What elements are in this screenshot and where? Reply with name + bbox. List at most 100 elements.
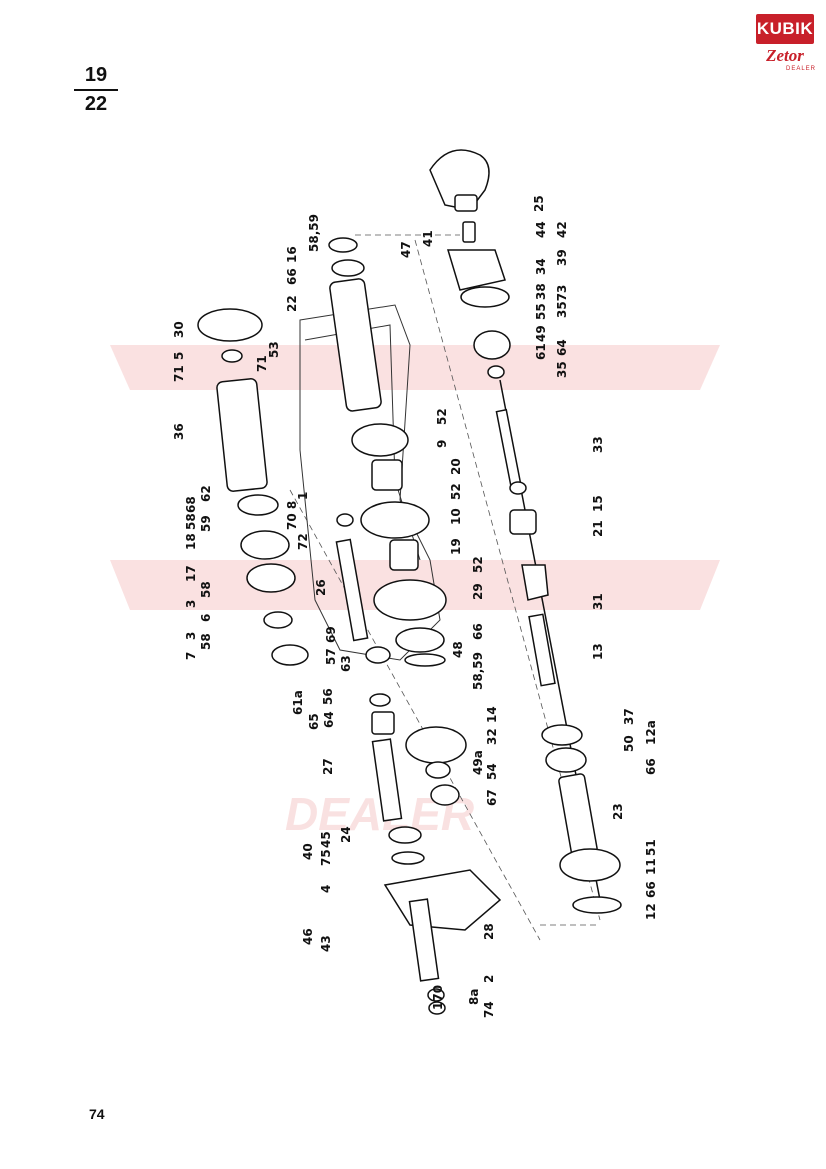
callout: 8a xyxy=(467,989,481,1005)
callout: 64 xyxy=(555,339,569,356)
callout: 30 xyxy=(172,321,186,338)
callout: 20 xyxy=(449,458,463,475)
callout: 10 xyxy=(449,508,463,525)
callout: 72 xyxy=(296,533,310,550)
callout: 39 xyxy=(555,249,569,266)
callout: 61 xyxy=(534,343,548,360)
logo-sub: DEALER xyxy=(786,66,817,72)
callout: 2 xyxy=(482,975,496,983)
pto-cover xyxy=(429,149,511,379)
callout: 64 xyxy=(322,711,336,728)
callout: 23 xyxy=(611,803,625,820)
gear-32 xyxy=(405,726,467,806)
callout: 28 xyxy=(482,923,496,940)
callout: 14 xyxy=(485,706,499,723)
page-fraction: 19 22 xyxy=(74,64,118,116)
callout: 31 xyxy=(591,593,605,610)
callout: 61a xyxy=(291,690,305,715)
callout: 49a xyxy=(471,750,485,775)
callout: 35 xyxy=(555,361,569,378)
callout: 40 xyxy=(301,843,315,860)
callout: 3573 xyxy=(555,285,569,318)
callout: 74 xyxy=(482,1001,496,1018)
callout: 42 xyxy=(555,221,569,238)
logo-product: Zetor xyxy=(766,46,804,65)
callout: 24 xyxy=(339,826,353,843)
callout: 47 xyxy=(399,241,413,258)
callout: 67 xyxy=(485,789,499,806)
callout: 58 xyxy=(184,513,198,530)
right-shaft xyxy=(495,379,622,914)
callout: 36 xyxy=(172,423,186,440)
callout: 16 xyxy=(285,246,299,263)
callout: 65 xyxy=(307,713,321,730)
callout: 66 xyxy=(471,623,485,640)
callout: 68 xyxy=(184,496,198,513)
callout: 52 xyxy=(471,556,485,573)
callout: 49 xyxy=(534,325,548,342)
callout: 58,59 xyxy=(471,652,485,690)
callout: 4 xyxy=(319,885,333,893)
callout: 22 xyxy=(285,295,299,312)
callout: 29 xyxy=(471,583,485,600)
callout: 9 xyxy=(435,440,449,448)
callout: 44 xyxy=(534,221,548,238)
callout: 75 xyxy=(319,849,333,866)
callout: 19 xyxy=(449,538,463,555)
callout: 52 xyxy=(435,408,449,425)
callout: 33 xyxy=(591,436,605,453)
callout: 43 xyxy=(319,935,333,952)
logo-box xyxy=(756,14,814,44)
callout: 45 xyxy=(319,831,333,848)
callout: 56 xyxy=(321,688,335,705)
callout: 58 xyxy=(199,633,213,650)
callout: 59 xyxy=(199,515,213,532)
page-number: 74 xyxy=(89,1106,105,1122)
callout: 69 xyxy=(324,626,338,643)
brand-logo: KUBIK Zetor DEALER xyxy=(756,14,817,74)
assembly-lines xyxy=(289,234,601,941)
callout: 41 xyxy=(421,230,435,247)
left-shaft xyxy=(197,308,309,666)
fraction-top: 19 xyxy=(84,64,108,86)
callout: 63 xyxy=(339,655,353,672)
callout: 48 xyxy=(451,641,465,658)
callout: 21 xyxy=(591,520,605,537)
callout: 34 xyxy=(534,258,548,275)
callout: 51 xyxy=(644,839,658,856)
callout: 18 xyxy=(184,533,198,550)
callout: 57 xyxy=(324,648,338,665)
callout: 17 xyxy=(184,565,198,582)
callout: 11 xyxy=(644,858,658,875)
callout: 54 xyxy=(485,763,499,780)
callout: 66 xyxy=(644,758,658,775)
callout: 46 xyxy=(301,928,315,945)
fraction-bottom: 22 xyxy=(84,93,108,115)
callout: 26 xyxy=(314,579,328,596)
callout: 70 8 xyxy=(285,501,299,530)
callout: 27 xyxy=(321,758,335,775)
callout: 58 xyxy=(199,581,213,598)
callout: 1 xyxy=(296,492,310,500)
lower-shaft xyxy=(369,693,502,1015)
callout: 3 xyxy=(184,600,198,608)
centre-shaft xyxy=(328,237,447,667)
callout: 3 xyxy=(184,632,198,640)
callout: 66 xyxy=(644,881,658,898)
callout: 66 xyxy=(285,268,299,285)
logo-brand: KUBIK xyxy=(756,19,814,38)
callout: 7 xyxy=(184,652,198,660)
callout: 170 xyxy=(431,985,445,1010)
callout: 5 xyxy=(172,352,186,360)
callout: 55 xyxy=(534,303,548,320)
callout: 53 xyxy=(267,341,281,358)
callout: 71 xyxy=(255,355,269,372)
callout: 38 xyxy=(534,283,548,300)
callout: 58,59 xyxy=(307,214,321,252)
callout: 12 xyxy=(644,903,658,920)
callout: 15 xyxy=(591,495,605,512)
callout: 32 xyxy=(485,728,499,745)
callout: 52 xyxy=(449,483,463,500)
callout: 62 xyxy=(199,485,213,502)
